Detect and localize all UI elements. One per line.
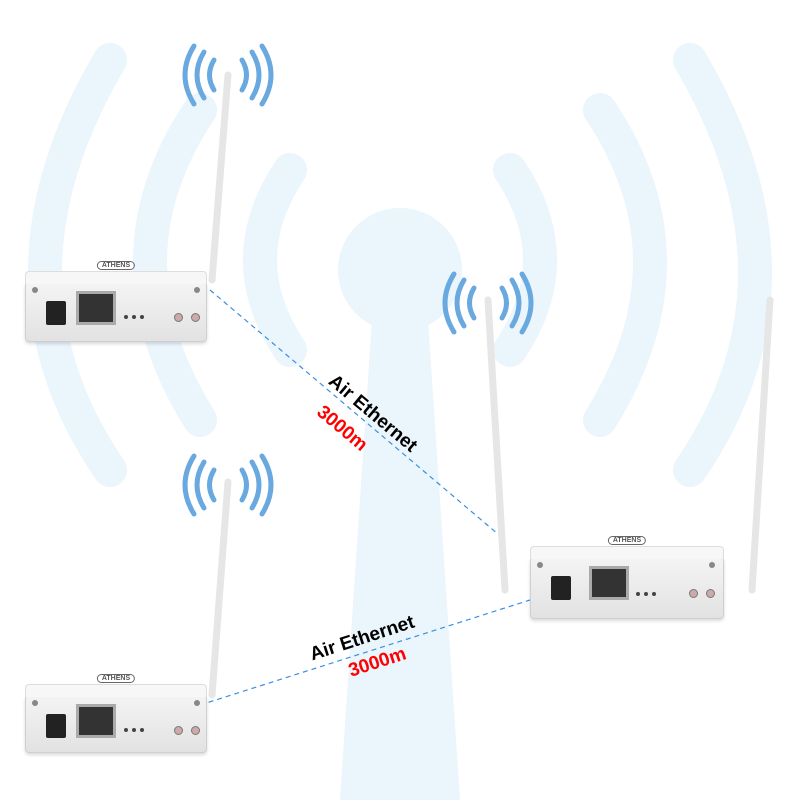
ethernet-port xyxy=(76,291,116,325)
access-point-top-left: ATHENS xyxy=(25,261,207,342)
antennas xyxy=(208,71,774,699)
ethernet-port xyxy=(589,566,629,600)
dc-power-port xyxy=(551,576,571,600)
device-logo: ATHENS xyxy=(607,536,647,545)
device-logo: ATHENS xyxy=(96,674,136,683)
dc-power-port xyxy=(46,301,66,325)
wifi-signal-icon xyxy=(182,43,534,517)
device-logo: ATHENS xyxy=(96,261,136,270)
ethernet-port xyxy=(76,704,116,738)
link-line-bottom xyxy=(199,599,531,706)
access-point-bottom-left: ATHENS xyxy=(25,674,207,753)
dc-power-port xyxy=(46,714,66,738)
link-line-top xyxy=(209,289,506,541)
access-point-right: ATHENS xyxy=(530,536,724,619)
